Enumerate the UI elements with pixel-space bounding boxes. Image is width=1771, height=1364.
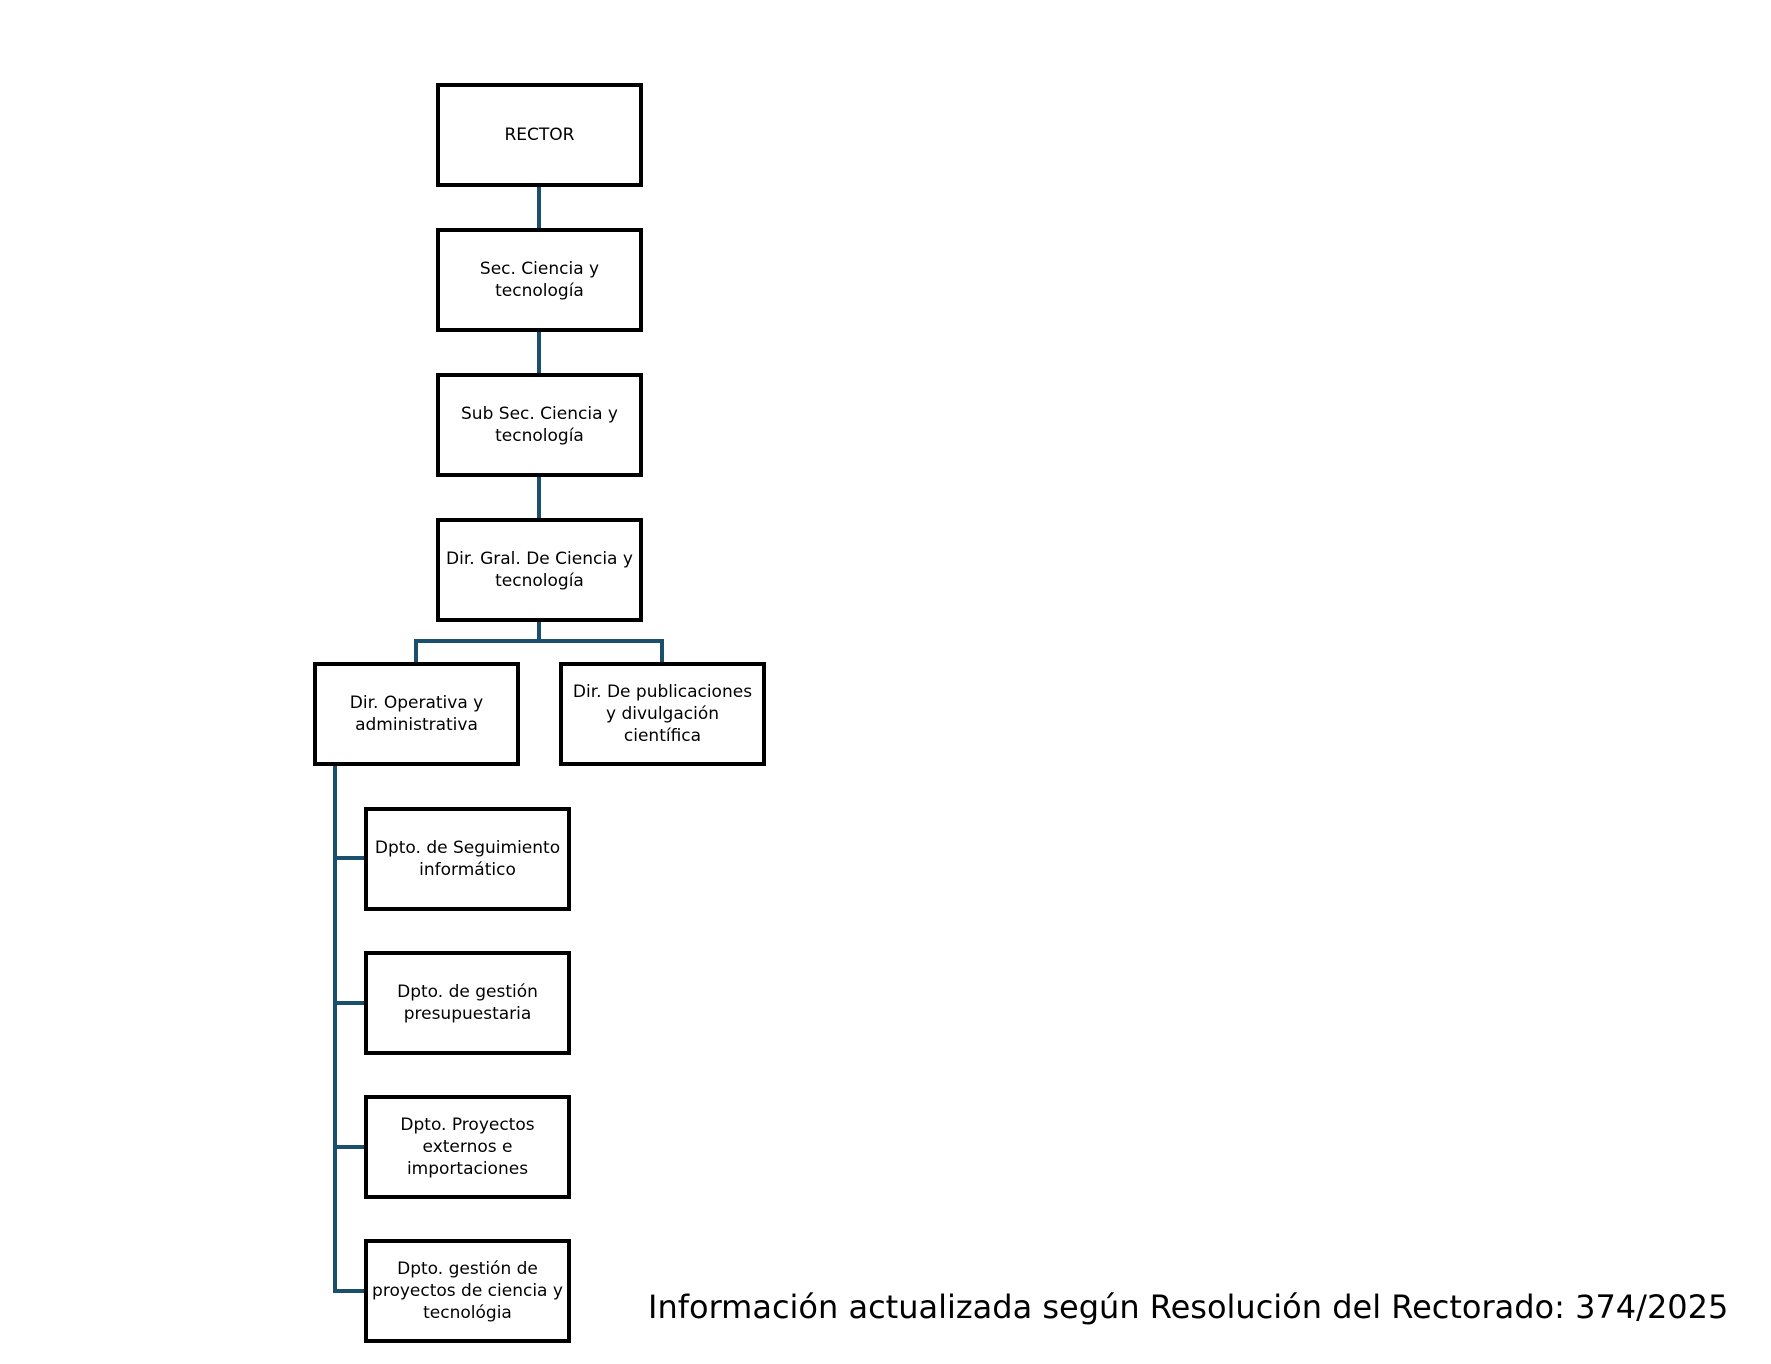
node-sec-ciencia: Sec. Ciencia y tecnología [436, 228, 643, 332]
node-dpto-proyectos-externos-label: Dpto. Proyectos externos e importaciones [400, 1115, 535, 1179]
node-rector-label: RECTOR [504, 125, 575, 145]
footer-resolution-note: Información actualizada según Resolución… [648, 1288, 1729, 1326]
node-dir-operativa: Dir. Operativa y administrativa [313, 662, 520, 766]
node-subsec-ciencia: Sub Sec. Ciencia y tecnología [436, 373, 643, 477]
node-dpto-gestion-proyectos: Dpto. gestión de proyectos de ciencia y … [364, 1239, 571, 1343]
node-dpto-presupuestaria: Dpto. de gestión presupuestaria [364, 951, 571, 1055]
node-dir-publicaciones-label: Dir. De publicaciones y divulgación cien… [572, 682, 753, 746]
node-dir-operativa-label: Dir. Operativa y administrativa [349, 693, 484, 735]
node-dir-gral: Dir. Gral. De Ciencia y tecnología [436, 518, 643, 622]
node-dpto-presupuestaria-label: Dpto. de gestión presupuestaria [397, 982, 538, 1024]
node-subsec-ciencia-label: Sub Sec. Ciencia y tecnología [461, 404, 618, 446]
node-dpto-gestion-proyectos-label: Dpto. gestión de proyectos de ciencia y … [372, 1259, 563, 1323]
node-dpto-proyectos-externos: Dpto. Proyectos externos e importaciones [364, 1095, 571, 1199]
node-sec-ciencia-label: Sec. Ciencia y tecnología [479, 259, 600, 301]
node-dir-publicaciones: Dir. De publicaciones y divulgación cien… [559, 662, 766, 766]
node-dir-gral-label: Dir. Gral. De Ciencia y tecnología [446, 549, 633, 591]
node-rector: RECTOR [436, 83, 643, 187]
node-dpto-seguimiento-label: Dpto. de Seguimiento informático [374, 838, 561, 880]
node-dpto-seguimiento: Dpto. de Seguimiento informático [364, 807, 571, 911]
